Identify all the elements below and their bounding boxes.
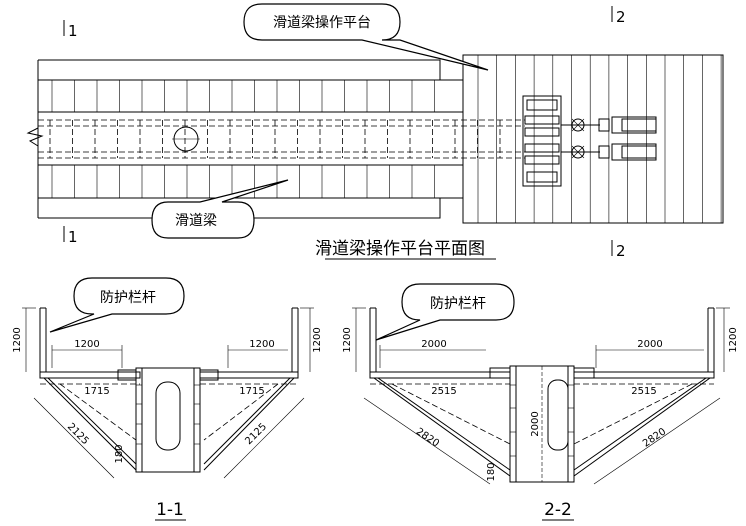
dim-brace-left: 2125 — [65, 421, 91, 447]
dim-beam-height: 2000 — [530, 411, 541, 436]
dim-platform-right: 1715 — [239, 386, 264, 397]
section-mark-1-bottom: 1 — [68, 228, 78, 246]
plan-view: 1 1 2 2 滑道梁操作平台 滑道梁 滑道梁操作平台平面图 — [26, 3, 724, 260]
dim-rail-height-right: 1200 — [728, 327, 739, 352]
section-mark-2-bottom: 2 — [616, 242, 626, 260]
dim-rail-height-left: 1200 — [342, 327, 353, 352]
slide-beam-section — [117, 367, 219, 473]
callout-platform-text: 滑道梁操作平台 — [273, 14, 371, 31]
dim-top-right: 1200 — [249, 339, 274, 350]
callout-platform: 滑道梁操作平台 — [243, 3, 489, 71]
callout-railing-1-text: 防护栏杆 — [100, 290, 156, 306]
dim-brace-left: 2820 — [414, 426, 441, 449]
dim-top-right: 2000 — [637, 339, 662, 350]
callout-railing-2-text: 防护栏杆 — [430, 296, 486, 312]
break-line-symbol — [26, 127, 44, 147]
callout-beam: 滑道梁 — [151, 179, 289, 239]
callout-beam-text: 滑道梁 — [175, 212, 217, 229]
section-1-1: 1200 1200 1200 1200 1715 1715 2125 2125 … — [12, 277, 323, 521]
platform-planks — [51, 80, 435, 198]
left-platform — [37, 59, 463, 219]
dim-top-left: 2000 — [421, 339, 446, 350]
dim-small: 180 — [486, 462, 497, 481]
dim-platform-right: 2515 — [631, 386, 656, 397]
platform-planks — [477, 55, 722, 223]
callout-railing-2: 防护栏杆 — [375, 283, 515, 341]
dim-rail-height-right: 1200 — [312, 327, 323, 352]
dim-small: 180 — [114, 444, 125, 463]
section-2-2: 1200 1200 2000 2000 2515 2515 2820 2820 … — [342, 283, 739, 521]
section-label-1: 1-1 — [156, 500, 184, 520]
section-mark-1-top: 1 — [68, 22, 78, 40]
section-mark-2-top: 2 — [616, 8, 626, 26]
right-platform — [462, 54, 724, 224]
dim-platform-left: 1715 — [84, 386, 109, 397]
dim-rail-height-left: 1200 — [12, 327, 23, 352]
callout-railing-1: 防护栏杆 — [49, 277, 185, 333]
launching-equipment — [522, 95, 657, 187]
dim-top-left: 1200 — [74, 339, 99, 350]
slide-beam-section: 2000 — [489, 365, 595, 483]
slide-beam-plan — [26, 119, 525, 159]
dim-brace-right: 2820 — [641, 426, 668, 449]
dim-platform-left: 2515 — [431, 386, 456, 397]
plan-title: 滑道梁操作平台平面图 — [315, 239, 485, 259]
section-label-2: 2-2 — [544, 500, 572, 520]
section-marks: 1 1 2 2 — [63, 6, 626, 260]
